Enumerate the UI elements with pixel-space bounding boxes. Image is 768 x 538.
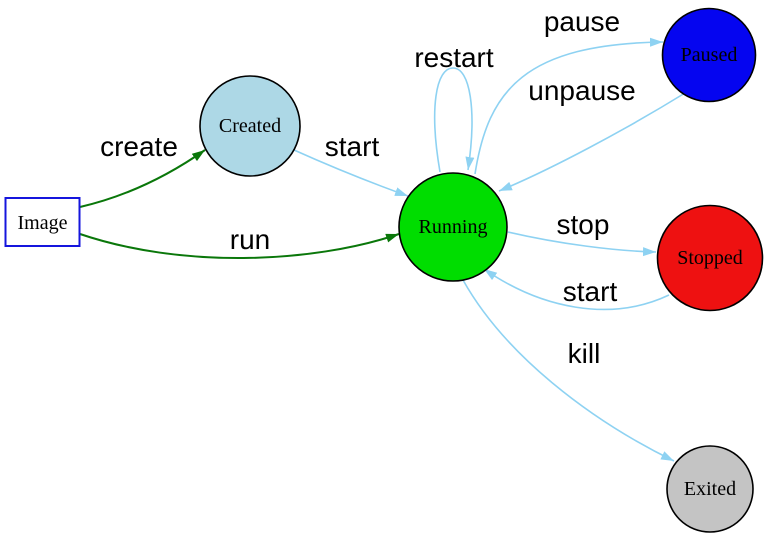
- node-created-label: Created: [219, 115, 281, 137]
- edge-pause-path: [474, 37, 664, 175]
- nodes: Image Created Running Paused Stopped: [4, 7, 764, 533]
- edge-start-stopped-label: start: [563, 276, 618, 307]
- edge-kill-path: [462, 279, 675, 462]
- node-stopped-circle: [656, 204, 764, 312]
- node-exited-label: Exited: [684, 478, 736, 500]
- node-paused-circle: [661, 7, 757, 103]
- edge-pause-label: pause: [544, 6, 620, 37]
- edge-unpause-path: [498, 92, 686, 192]
- node-exited-circle: [666, 445, 754, 533]
- edge-kill-label: kill: [568, 338, 601, 369]
- edge-create-path: [79, 149, 206, 208]
- node-paused-label: Paused: [681, 44, 738, 66]
- node-created: Created: [199, 75, 301, 177]
- node-stopped-label: Stopped: [677, 247, 743, 269]
- edge-run-path: [79, 233, 400, 260]
- edge-create-label: create: [100, 131, 178, 162]
- node-paused: Paused: [661, 7, 757, 103]
- node-created-circle: [199, 75, 301, 177]
- node-running-label: Running: [419, 216, 488, 238]
- edge-stop-label: stop: [557, 209, 610, 240]
- node-image-box: [4, 197, 81, 247]
- node-stopped: Stopped: [656, 204, 764, 312]
- node-image-label: Image: [18, 212, 68, 234]
- edges: create run start restart pause unpause s…: [79, 6, 686, 462]
- node-image: Image: [4, 197, 81, 247]
- edge-run-label: run: [230, 224, 270, 255]
- edge-restart-path: [433, 67, 475, 173]
- edge-start-stopped-path: [483, 268, 670, 311]
- edge-stop-path: [507, 231, 657, 257]
- node-running: Running: [398, 172, 508, 282]
- node-exited: Exited: [666, 445, 754, 533]
- edge-start-created-label: start: [325, 131, 380, 162]
- node-running-circle: [398, 172, 508, 282]
- edge-unpause-label: unpause: [528, 75, 635, 106]
- edge-restart-label: restart: [414, 42, 494, 73]
- edge-start-created-path: [293, 149, 409, 197]
